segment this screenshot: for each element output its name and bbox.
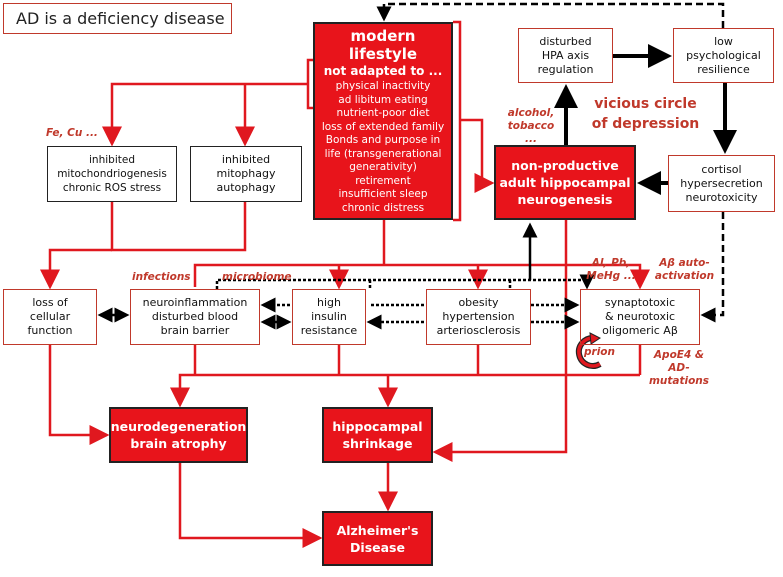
box-line: mitophagy xyxy=(216,167,276,180)
page-title: AD is a deficiency disease xyxy=(3,3,232,34)
box-line: hypertension xyxy=(442,310,515,323)
box-line: neurogenesis xyxy=(517,192,613,207)
dashed-arrows xyxy=(376,2,725,323)
alcohol-label: alcohol,tobacco ... xyxy=(500,107,562,146)
label-line: alcohol, xyxy=(507,107,555,119)
box-line: obesity xyxy=(458,296,499,309)
lifestyle-item: generativity) xyxy=(349,161,417,173)
label-line: Aβ auto- xyxy=(659,257,710,269)
mitochondriogenesis-box: inhibited mitochondriogenesis chronic ROS … xyxy=(47,146,177,202)
box-line: cellular xyxy=(29,310,71,323)
lifestyle-heading: modern lifestyle xyxy=(348,27,418,63)
box-line: non-productive xyxy=(511,158,619,173)
box-line: & neurotoxic xyxy=(604,310,676,323)
fe-cu-label: Fe, Cu ... xyxy=(46,127,98,139)
box-line: neuroinflammation xyxy=(142,296,248,309)
box-line: autophagy xyxy=(216,181,276,194)
box-line: synaptotoxic xyxy=(604,296,676,309)
box-line: hippocampal xyxy=(332,419,423,434)
box-line: shrinkage xyxy=(342,436,413,451)
metals-label: Al, Pb,MeHg ... xyxy=(586,257,636,283)
box-line: insulin xyxy=(311,310,347,323)
box-line: resilience xyxy=(697,62,750,76)
lifestyle-item: physical inactivity xyxy=(335,80,431,92)
label-line: Al, Pb, xyxy=(591,257,631,269)
dotted-arrows xyxy=(97,274,595,330)
label-line: ApoE4 & AD- xyxy=(653,349,705,374)
label-line: activation xyxy=(654,270,715,282)
neurogenesis-box: non-productive adult hippocampal neurogene… xyxy=(494,145,636,220)
lifestyle-sub: not adapted to ... xyxy=(323,64,443,78)
box-line: cortisol xyxy=(701,162,742,176)
box-line: oligomeric Aβ xyxy=(602,324,678,337)
lifestyle-item: retirement xyxy=(355,174,411,187)
box-line: brain barrier xyxy=(160,324,230,337)
infections-label: infections xyxy=(132,271,191,283)
label-line: of depression xyxy=(591,116,700,132)
vicious-circle-label: vicious circle of depression xyxy=(588,94,703,134)
lifestyle-item: Bonds and purpose in xyxy=(325,134,441,146)
box-line: mitochondriogenesis xyxy=(57,168,167,180)
box-line: HPA axis xyxy=(541,48,590,62)
lifestyle-item: ad libitum eating xyxy=(338,93,428,106)
label-line: tobacco ... xyxy=(507,120,555,145)
apoe4-label: ApoE4 & AD-mutations xyxy=(644,349,714,388)
modern-lifestyle-box: modern lifestyle not adapted to ... phys… xyxy=(313,22,453,220)
box-line: regulation xyxy=(537,62,594,76)
box-line: brain atrophy xyxy=(130,436,227,451)
box-line: loss of xyxy=(32,296,68,309)
box-line: Disease xyxy=(350,539,405,555)
box-line: inhibited xyxy=(89,154,135,166)
label-line: MeHg ... xyxy=(586,270,636,282)
black-arrows xyxy=(554,44,737,195)
box-line: low xyxy=(714,34,733,48)
box-line: adult hippocampal xyxy=(499,175,631,190)
label-line: mutations xyxy=(648,375,710,387)
box-line: disturbed blood xyxy=(151,310,239,323)
box-line: disturbed xyxy=(539,34,592,48)
microbiome-label: microbiome xyxy=(222,271,292,283)
lifestyle-item: insufficient sleep xyxy=(338,188,428,200)
label-line: vicious circle xyxy=(594,96,697,112)
box-line: high xyxy=(317,296,341,309)
prion-label: prion xyxy=(584,346,615,358)
red-arrows xyxy=(40,20,650,548)
lifestyle-item: life (transgenerational xyxy=(324,147,442,160)
box-line: resistance xyxy=(300,324,358,337)
lifestyle-item: chronic distress xyxy=(341,201,425,214)
box-line: function xyxy=(27,324,73,337)
box-line: inhibited xyxy=(221,153,271,166)
box-line: chronic ROS stress xyxy=(62,182,162,194)
lifestyle-item: loss of extended family xyxy=(321,120,445,133)
autoactivation-label: Aβ auto-activation xyxy=(652,257,717,283)
box-line: psychological xyxy=(686,48,761,62)
lifestyle-item: nutrient-poor diet xyxy=(336,107,430,119)
prion-loop-icon xyxy=(575,332,602,369)
box-line: neurotoxicity xyxy=(685,190,758,204)
box-line: hypersecretion xyxy=(680,176,763,190)
hippocampal-shrinkage-box: hippocampal shrinkage xyxy=(322,407,433,463)
box-line: Alzheimer's xyxy=(336,522,419,538)
neurodegeneration-box: neurodegeneration brain atrophy xyxy=(109,407,248,463)
box-line: neurodegeneration xyxy=(110,419,247,434)
box-line: arteriosclerosis xyxy=(436,324,521,337)
